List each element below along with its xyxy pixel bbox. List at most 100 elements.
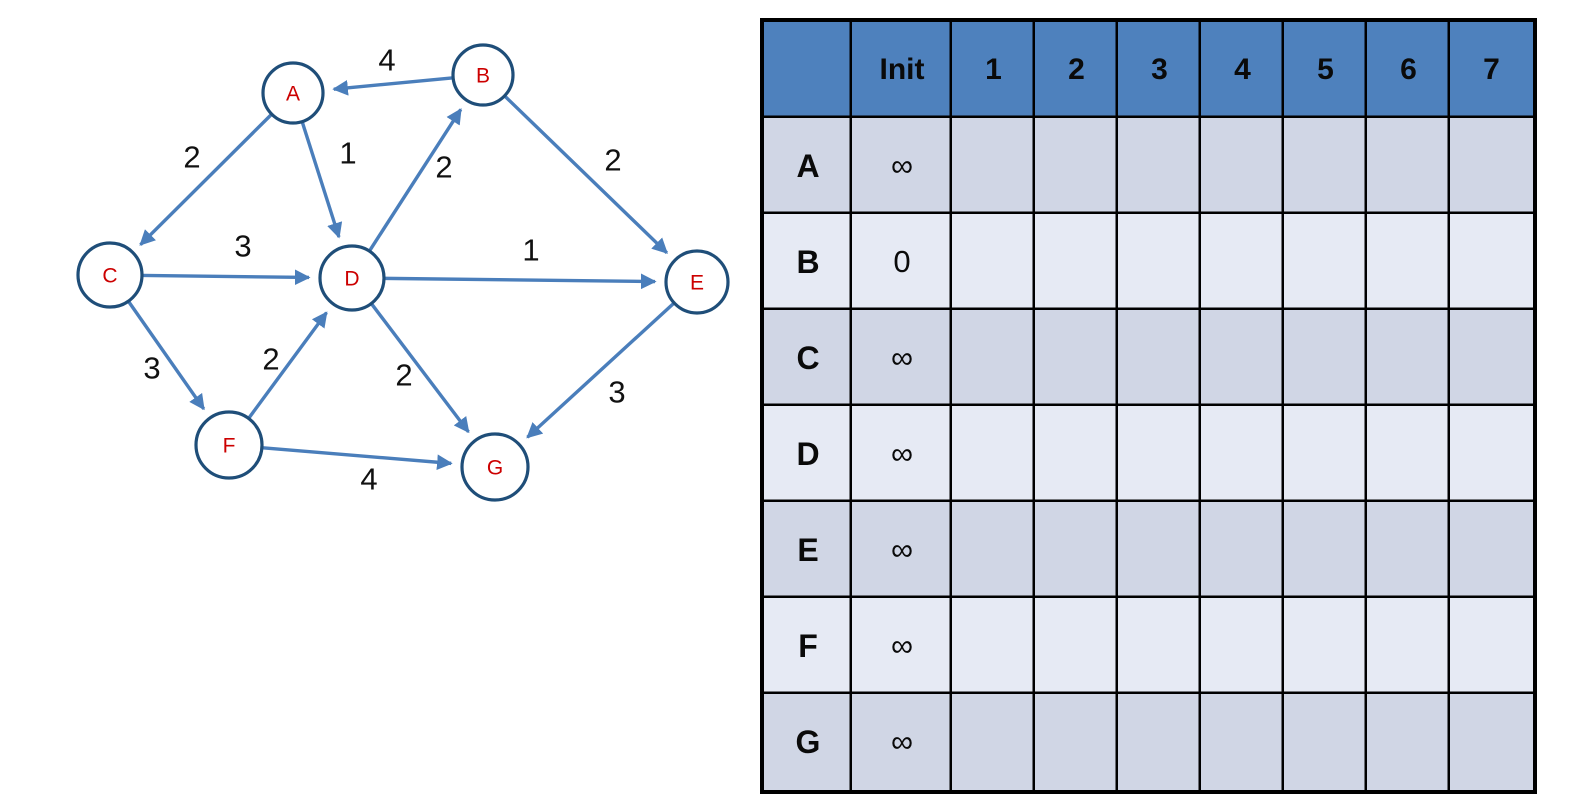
edge-weight-d-b: 2 — [435, 150, 452, 185]
cell-e-5[interactable] — [1284, 502, 1367, 598]
cell-c-init[interactable]: ∞ — [852, 310, 952, 406]
node-label-a: A — [286, 83, 300, 106]
column-header-1: 1 — [952, 22, 1035, 118]
table-row: C∞ — [764, 310, 1533, 406]
edge-weight-c-d: 3 — [234, 229, 251, 264]
node-label-f: F — [223, 435, 236, 458]
edge-weight-e-g: 3 — [608, 375, 625, 410]
table-header: Init 1 2 3 4 5 6 7 — [764, 22, 1533, 118]
node-circle-b — [451, 43, 515, 107]
cell-g-3[interactable] — [1118, 694, 1201, 790]
row-header-f: F — [764, 598, 852, 694]
graph-node-f[interactable]: F — [194, 410, 264, 480]
cell-f-5[interactable] — [1284, 598, 1367, 694]
cell-d-2[interactable] — [1035, 406, 1118, 502]
cell-f-4[interactable] — [1201, 598, 1284, 694]
graph-edge-d-g — [370, 303, 470, 434]
table-row: D∞ — [764, 406, 1533, 502]
cell-c-2[interactable] — [1035, 310, 1118, 406]
cell-b-1[interactable] — [952, 214, 1035, 310]
cell-d-4[interactable] — [1201, 406, 1284, 502]
cell-b-6[interactable] — [1367, 214, 1450, 310]
cell-d-6[interactable] — [1367, 406, 1450, 502]
graph-node-a[interactable]: A — [261, 61, 325, 125]
graph-edge-b-e — [504, 95, 668, 255]
cell-g-1[interactable] — [952, 694, 1035, 790]
cell-d-5[interactable] — [1284, 406, 1367, 502]
cell-f-6[interactable] — [1367, 598, 1450, 694]
column-header-6: 6 — [1367, 22, 1450, 118]
cell-d-7[interactable] — [1450, 406, 1533, 502]
cell-e-3[interactable] — [1118, 502, 1201, 598]
cell-a-3[interactable] — [1118, 118, 1201, 214]
edge-weight-d-e: 1 — [522, 233, 539, 268]
cell-e-1[interactable] — [952, 502, 1035, 598]
cell-g-7[interactable] — [1450, 694, 1533, 790]
edges-layer — [127, 76, 675, 471]
graph-node-d[interactable]: D — [318, 244, 386, 312]
cell-a-init[interactable]: ∞ — [852, 118, 952, 214]
cell-a-5[interactable] — [1284, 118, 1367, 214]
cell-b-2[interactable] — [1035, 214, 1118, 310]
node-label-e: E — [690, 272, 704, 295]
cell-d-init[interactable]: ∞ — [852, 406, 952, 502]
graph-edge-a-d — [300, 122, 343, 239]
node-label-g: G — [487, 457, 503, 480]
cell-c-7[interactable] — [1450, 310, 1533, 406]
cell-b-4[interactable] — [1201, 214, 1284, 310]
cell-e-init[interactable]: ∞ — [852, 502, 952, 598]
table-row: E∞ — [764, 502, 1533, 598]
cell-e-2[interactable] — [1035, 502, 1118, 598]
cell-g-2[interactable] — [1035, 694, 1118, 790]
cell-a-2[interactable] — [1035, 118, 1118, 214]
cell-a-6[interactable] — [1367, 118, 1450, 214]
edge-weight-c-f: 3 — [143, 351, 160, 386]
cell-g-6[interactable] — [1367, 694, 1450, 790]
graph-node-e[interactable]: E — [664, 249, 730, 315]
cell-e-6[interactable] — [1367, 502, 1450, 598]
cell-g-5[interactable] — [1284, 694, 1367, 790]
cell-a-4[interactable] — [1201, 118, 1284, 214]
nodes-layer: A B C D E F G — [76, 43, 730, 502]
cell-c-5[interactable] — [1284, 310, 1367, 406]
edge-weight-b-a: 4 — [378, 43, 395, 78]
cell-c-6[interactable] — [1367, 310, 1450, 406]
graph-edge-e-g — [526, 302, 675, 439]
cell-d-3[interactable] — [1118, 406, 1201, 502]
graph-edge-c-d — [142, 269, 311, 286]
cell-b-3[interactable] — [1118, 214, 1201, 310]
graph-node-b[interactable]: B — [451, 43, 515, 107]
cell-a-7[interactable] — [1450, 118, 1533, 214]
edge-weight-a-d: 1 — [339, 136, 356, 171]
cell-d-1[interactable] — [952, 406, 1035, 502]
cell-f-2[interactable] — [1035, 598, 1118, 694]
row-header-c: C — [764, 310, 852, 406]
cell-e-7[interactable] — [1450, 502, 1533, 598]
row-header-a: A — [764, 118, 852, 214]
cell-c-4[interactable] — [1201, 310, 1284, 406]
cell-a-1[interactable] — [952, 118, 1035, 214]
cell-f-7[interactable] — [1450, 598, 1533, 694]
cell-f-init[interactable]: ∞ — [852, 598, 952, 694]
cell-c-1[interactable] — [952, 310, 1035, 406]
cell-b-5[interactable] — [1284, 214, 1367, 310]
node-circle-d — [318, 244, 386, 312]
row-header-g: G — [764, 694, 852, 790]
cell-e-4[interactable] — [1201, 502, 1284, 598]
cell-f-1[interactable] — [952, 598, 1035, 694]
edge-weight-b-e: 2 — [604, 143, 621, 178]
cell-g-4[interactable] — [1201, 694, 1284, 790]
graph-node-g[interactable]: G — [460, 432, 530, 502]
cell-c-3[interactable] — [1118, 310, 1201, 406]
cell-b-init[interactable]: 0 — [852, 214, 952, 310]
graph-node-c[interactable]: C — [76, 241, 144, 309]
cell-f-3[interactable] — [1118, 598, 1201, 694]
row-header-b: B — [764, 214, 852, 310]
cell-b-7[interactable] — [1450, 214, 1533, 310]
cell-g-init[interactable]: ∞ — [852, 694, 952, 790]
